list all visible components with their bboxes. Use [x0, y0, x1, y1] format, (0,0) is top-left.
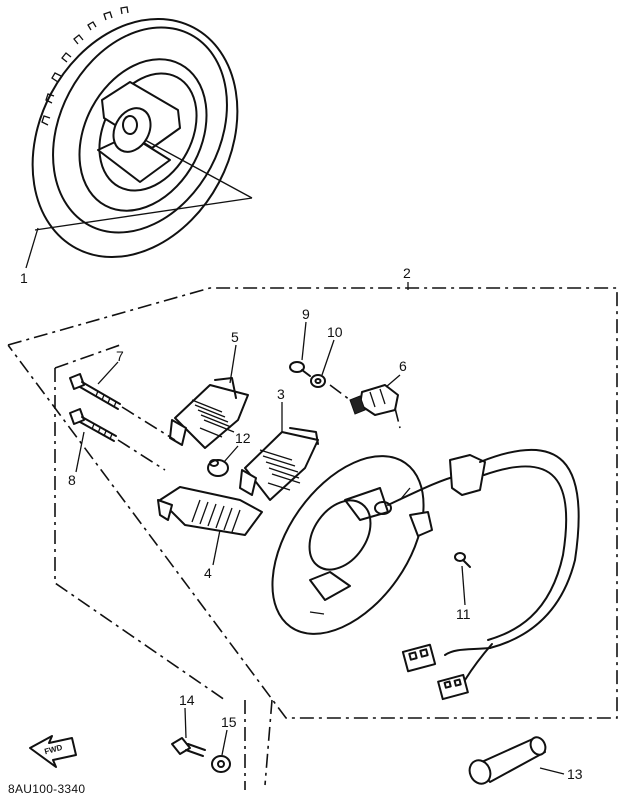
callout-2: 2 — [403, 265, 411, 281]
callout-14: 14 — [179, 692, 195, 708]
callout-15: 15 — [221, 714, 237, 730]
bolt-7 — [69, 373, 176, 441]
callout-11: 11 — [456, 606, 471, 622]
screw-11 — [454, 552, 471, 568]
callout-7: 7 — [116, 348, 124, 364]
coil-lower — [157, 486, 263, 536]
callout-8: 8 — [68, 472, 76, 488]
callout-12: 12 — [235, 430, 251, 446]
grommet-sleeve-13 — [468, 736, 547, 785]
callout-3: 3 — [277, 386, 285, 402]
collar-12 — [207, 459, 229, 477]
washer-15 — [211, 755, 231, 773]
bolt-8 — [69, 408, 166, 471]
washer-10 — [310, 374, 326, 388]
wire-harness — [387, 448, 580, 701]
rotor-teeth — [41, 6, 129, 126]
screw-9 — [289, 361, 311, 377]
fwd-arrow-icon: FWD — [29, 735, 77, 768]
leader-lines — [25, 227, 565, 775]
drawing-code: 8AU100-3340 — [8, 782, 85, 796]
callout-5: 5 — [231, 329, 239, 345]
callout-4: 4 — [204, 565, 212, 581]
coil-middle — [239, 427, 319, 501]
stator-plate — [271, 455, 425, 635]
callout-1: 1 — [20, 270, 28, 286]
callout-10: 10 — [327, 324, 343, 340]
callout-6: 6 — [399, 358, 407, 374]
bolt-14 — [171, 737, 206, 757]
assembly-outline — [7, 287, 618, 790]
callout-9: 9 — [302, 306, 310, 322]
callout-labels: 1 2 3 4 5 6 7 8 9 10 11 12 13 14 15 — [20, 265, 583, 782]
connector-6 — [329, 384, 401, 429]
rotor-flywheel — [31, 6, 253, 259]
callout-13: 13 — [567, 766, 583, 782]
